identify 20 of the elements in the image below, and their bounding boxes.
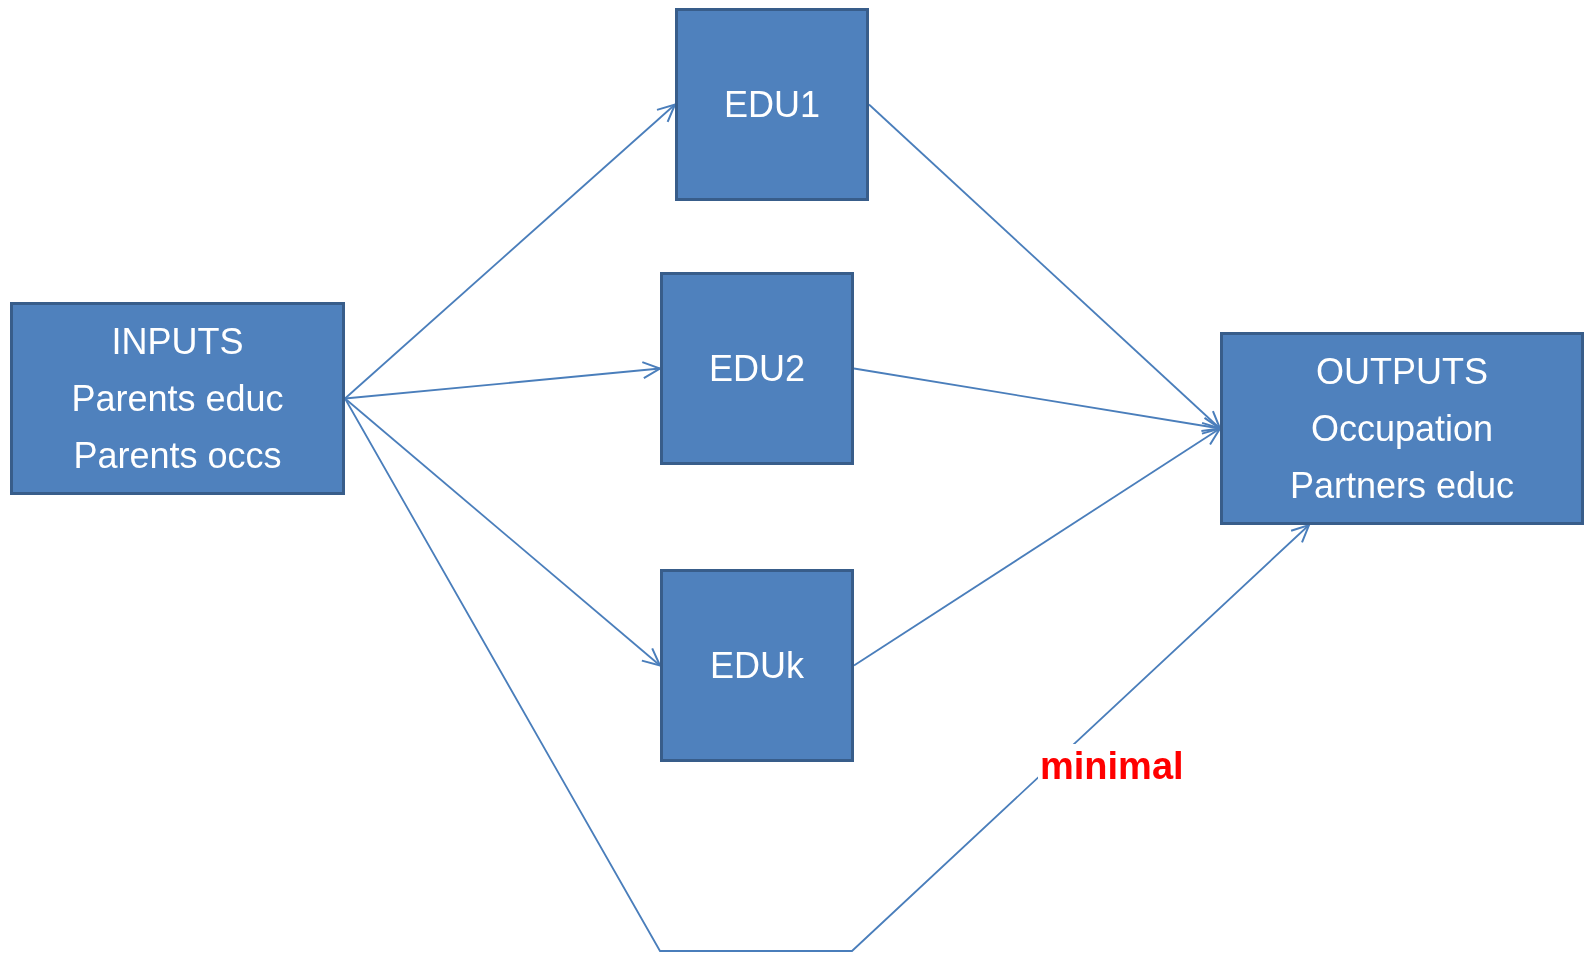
box-text: Parents occs <box>73 434 282 478</box>
arrow <box>344 397 1310 952</box>
box-text: INPUTS <box>111 320 244 364</box>
process-box <box>10 302 345 495</box>
process-box <box>660 569 854 762</box>
arrow <box>868 103 1221 430</box>
arrow <box>344 103 676 400</box>
process-box <box>660 272 854 465</box>
arrow <box>344 397 661 667</box>
process-box <box>1220 332 1584 525</box>
box-text: EDUk <box>710 644 804 688</box>
box-text: Occupation <box>1310 407 1494 451</box>
box-text: EDU1 <box>724 83 820 127</box>
box-text: OUTPUTS <box>1316 350 1488 394</box>
arrow <box>853 427 1221 667</box>
box-text: EDU2 <box>709 347 805 391</box>
box-text: Partners educ <box>1289 464 1515 508</box>
arrow <box>344 361 661 400</box>
process-box <box>675 8 869 201</box>
box-text: Parents educ <box>71 377 284 421</box>
